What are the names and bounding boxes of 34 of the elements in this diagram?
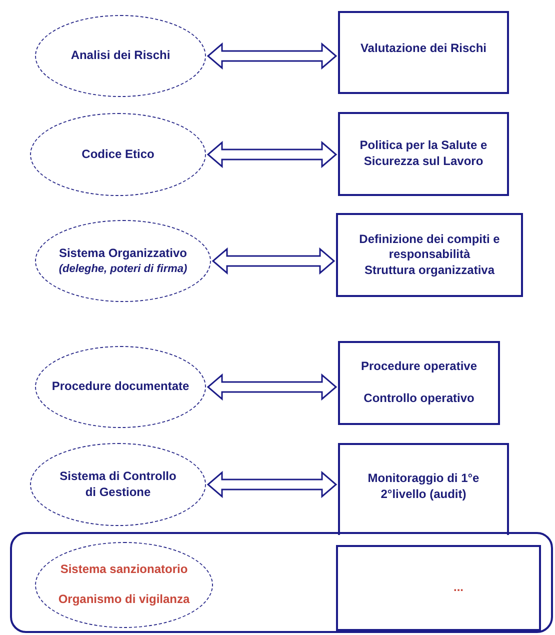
node-label: Sistema di Controllo di Gestione	[58, 468, 178, 500]
process-box	[336, 213, 523, 297]
node-label: ...	[452, 580, 464, 596]
process-box	[336, 545, 541, 631]
double-arrow	[206, 373, 338, 401]
ellipse-node	[30, 113, 206, 196]
node-label: Politica per la Salute e Sicurezza sul Lavoro	[358, 138, 488, 170]
double-arrow	[206, 140, 338, 168]
node-label: Analisi dei Rischi	[70, 48, 172, 64]
node-label: Organismo di vigilanza	[57, 592, 191, 608]
node-label: Sistema sanzionatorio	[59, 562, 189, 578]
node-label: Valutazione dei Rischi	[359, 41, 488, 57]
process-box	[338, 341, 500, 425]
process-box	[338, 11, 509, 94]
process-box	[338, 112, 509, 196]
node-label: Controllo operativo	[362, 391, 476, 407]
process-box	[338, 443, 509, 535]
node-label: Sistema Organizzativo	[58, 246, 188, 262]
node-label: Monitoraggio di 1°e 2°livello (audit)	[366, 471, 480, 502]
ellipse-node	[35, 15, 206, 97]
double-arrow	[206, 42, 338, 70]
node-label: Definizione dei compiti e responsabilità	[358, 232, 501, 263]
node-label: Procedure operative	[360, 359, 478, 375]
double-arrow	[206, 470, 338, 498]
ellipse-node	[35, 346, 206, 428]
ellipse-node	[35, 220, 211, 302]
ellipse-node	[35, 542, 213, 628]
node-label: Procedure documentate	[50, 379, 190, 395]
node-note: (deleghe, poteri di firma)	[58, 262, 188, 276]
double-arrow	[212, 247, 336, 275]
node-label: Struttura organizzativa	[363, 262, 496, 278]
group-panel	[10, 532, 553, 633]
node-label: Codice Etico	[80, 146, 156, 162]
ellipse-node	[30, 443, 206, 526]
